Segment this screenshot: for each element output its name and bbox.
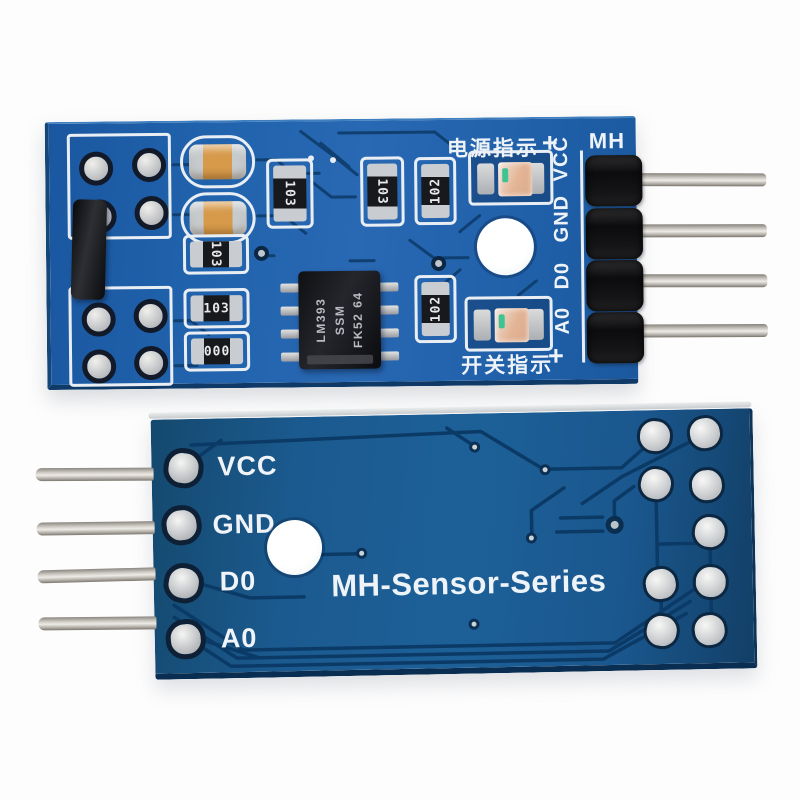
ic-pin — [380, 351, 400, 361]
status-led — [464, 295, 554, 352]
pin-header-housing — [584, 154, 643, 207]
pin-header-housing — [586, 311, 645, 364]
header-pin — [36, 521, 155, 536]
power-indicator-label: 电源指示 — [446, 136, 540, 161]
silk-dot — [307, 155, 315, 162]
solder-pad — [134, 195, 169, 231]
resistor: 103 — [359, 156, 405, 227]
resistor-label: 103 — [203, 300, 230, 316]
ic-pin — [379, 305, 399, 315]
resistor-label: 103 — [208, 240, 224, 268]
resistor-label: 103 — [282, 180, 298, 207]
front-pin-label-vcc: VCC — [549, 135, 572, 182]
model-label: MH — [588, 128, 626, 154]
resistor: 103 — [266, 158, 314, 229]
via — [253, 245, 270, 261]
resistor-label: 102 — [427, 177, 443, 205]
header-pin — [38, 616, 157, 631]
sensor-board-front: 103 103 000 103 103 102 102 LM393 SSM — [44, 115, 768, 391]
front-pin-label-gnd: GND — [549, 194, 573, 243]
back-pin-label-vcc: VCC — [217, 450, 278, 482]
via — [431, 255, 447, 272]
resistor-label: 102 — [427, 295, 444, 323]
ic-markings: LM393 SSM FK52 64 — [313, 291, 366, 349]
header-pin — [634, 173, 767, 187]
header-pin — [635, 324, 768, 338]
ic-notch — [307, 354, 374, 365]
mounting-hole — [476, 217, 535, 276]
solder-pad — [133, 345, 169, 381]
back-pin-label-a0: A0 — [220, 622, 258, 654]
ic-lm393-chip: LM393 SSM FK52 64 — [298, 270, 382, 370]
solder-pad — [81, 349, 117, 384]
header-pin — [37, 567, 156, 584]
ic-pin — [379, 282, 399, 292]
resistor: 102 — [414, 274, 457, 344]
solder-pad — [78, 151, 114, 186]
sensor-board-back: VCC GND D0 A0 MH-Sensor-Series — [35, 408, 758, 680]
header-pin — [35, 467, 154, 482]
ic-pin — [280, 329, 300, 339]
front-pin-label-a0: A0 — [551, 306, 574, 335]
header-pin — [635, 274, 768, 288]
capacitor — [179, 134, 256, 189]
ic-pin — [280, 306, 300, 316]
resistor: 103 — [183, 287, 250, 329]
transistor-component — [70, 199, 108, 301]
resistor: 103 — [182, 233, 250, 275]
ic-pin — [280, 283, 300, 293]
ic-pin — [379, 328, 399, 338]
resistor: 102 — [414, 156, 457, 226]
ic-pin — [281, 352, 301, 362]
header-pin — [634, 224, 767, 238]
pin-header-housing — [586, 259, 644, 312]
series-label: MH-Sensor-Series — [330, 563, 607, 604]
back-pin-label-d0: D0 — [219, 565, 257, 597]
back-pin-label-gnd: GND — [212, 508, 276, 540]
switch-indicator-label: 开关指示 — [461, 353, 554, 378]
pin-header-housing — [585, 207, 644, 260]
solder-pad — [133, 298, 168, 334]
solder-pad — [131, 147, 167, 183]
solder-pad — [81, 302, 116, 337]
resistor: 000 — [183, 330, 251, 372]
resistor-label: 000 — [203, 343, 231, 359]
silk-dot — [329, 157, 337, 164]
